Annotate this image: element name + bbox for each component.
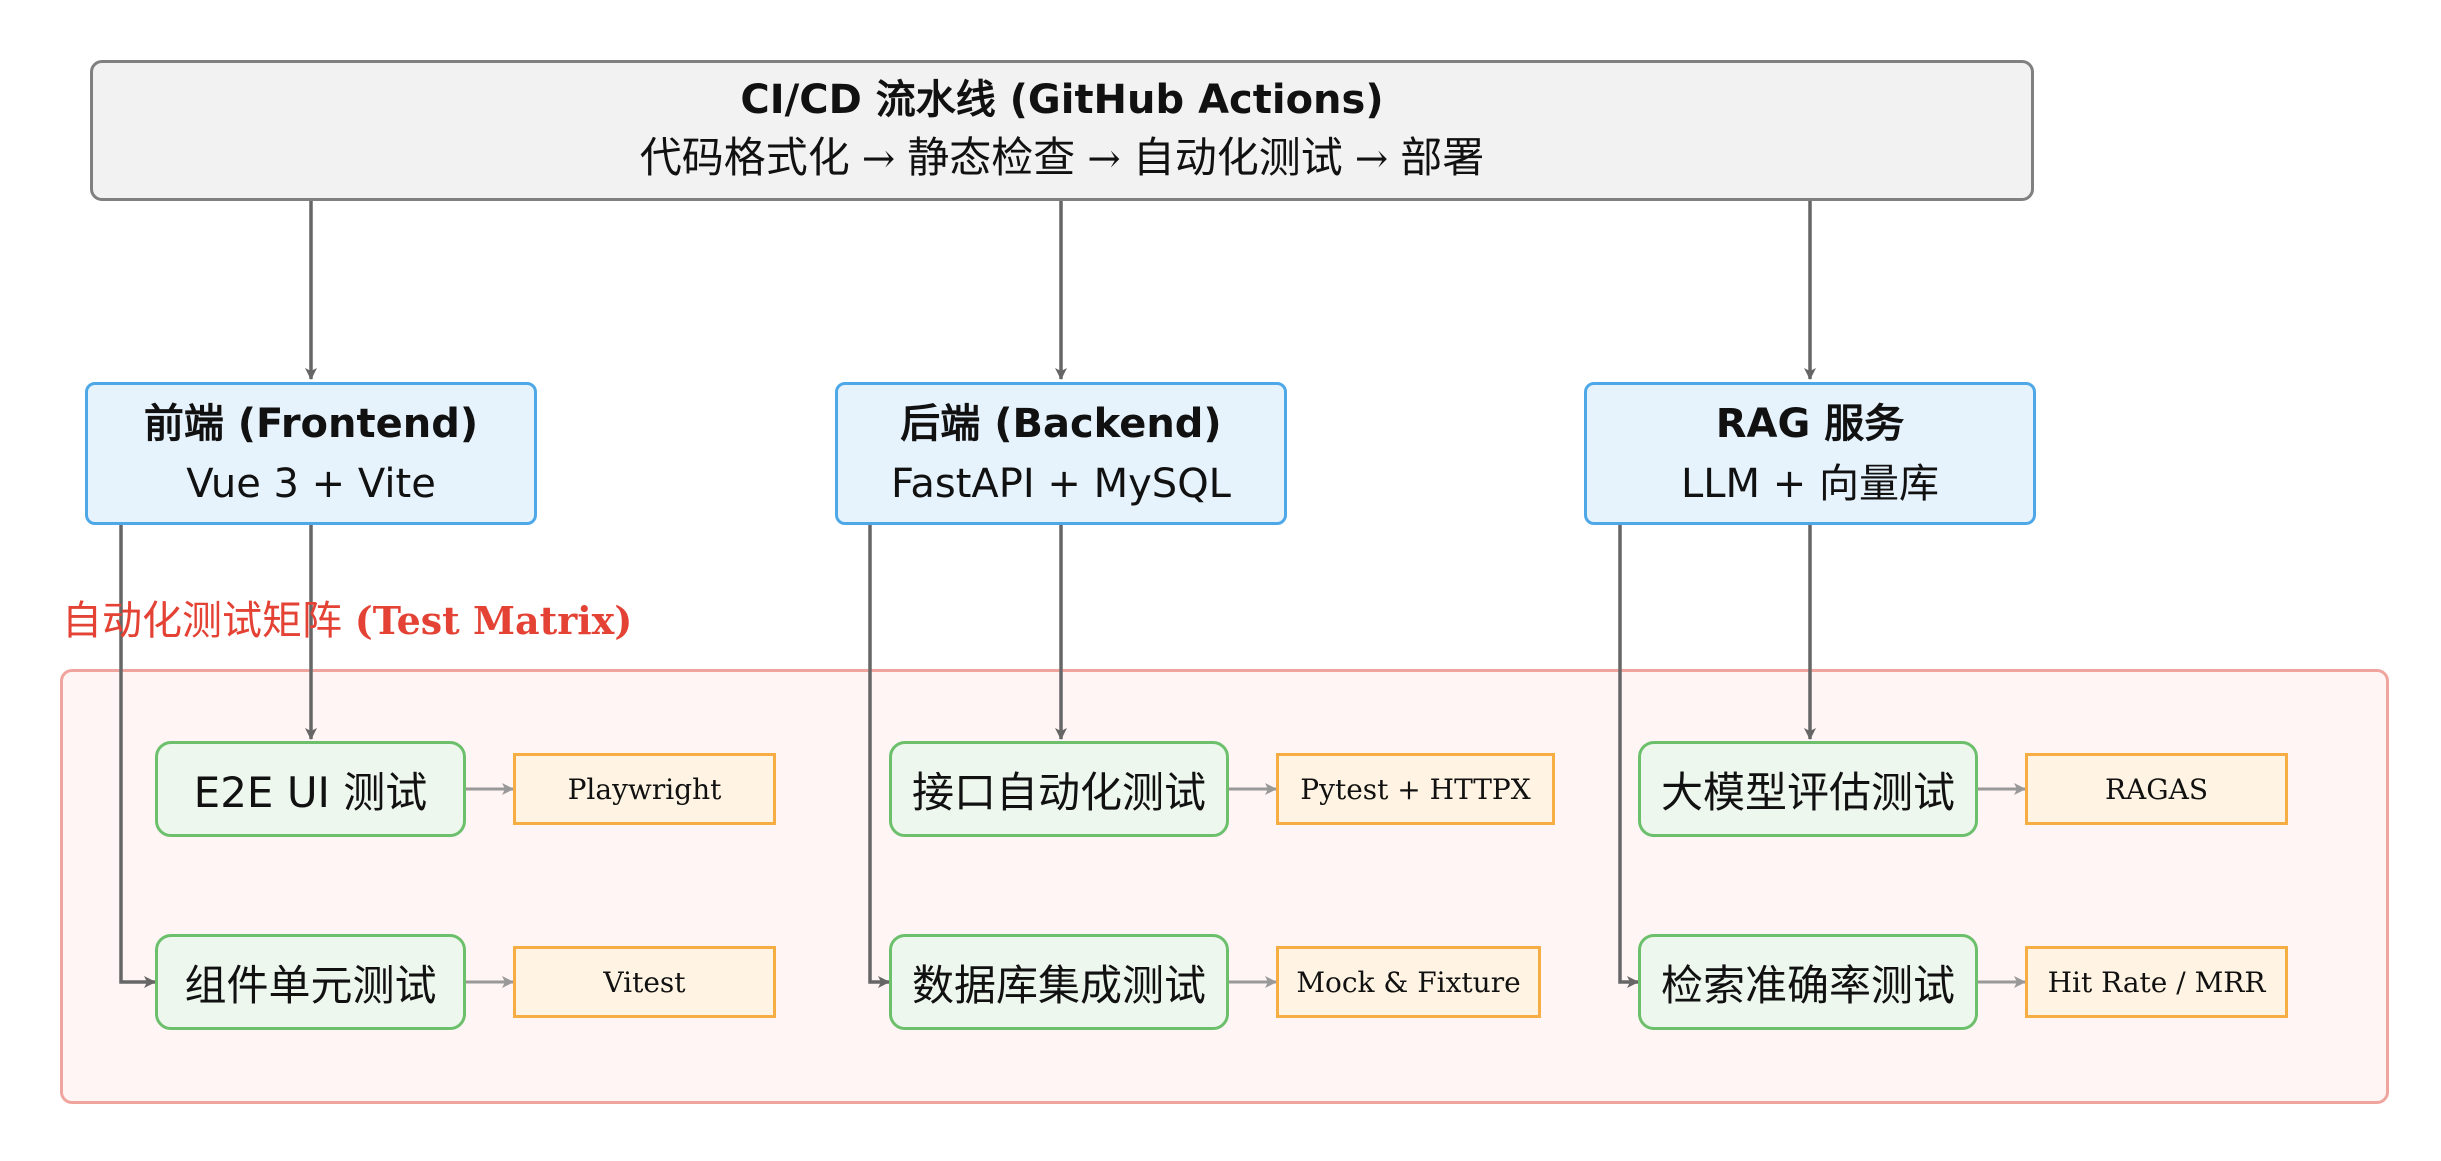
frontend-subtitle: Vue 3 + Vite <box>186 460 436 507</box>
pipeline-arrow-2: → <box>1087 135 1121 182</box>
cicd-pipeline-box: CI/CD 流水线 (GitHub Actions) 代码格式化 → 静态检查 … <box>90 60 2034 201</box>
pipeline-step-lint: 静态检查 <box>907 133 1076 183</box>
tool-vitest: Vitest <box>513 946 776 1018</box>
tool-pytest-httpx: Pytest + HTTPX <box>1276 753 1555 825</box>
backend-subtitle: FastAPI + MySQL <box>891 460 1231 507</box>
rag-subtitle: LLM + 向量库 <box>1680 460 1940 507</box>
test-api-automation: 接口自动化测试 <box>889 741 1229 837</box>
tool-mock-fixture: Mock & Fixture <box>1276 946 1541 1018</box>
pipeline-arrow-3: → <box>1354 135 1389 182</box>
tool-playwright: Playwright <box>513 753 776 825</box>
test-matrix-label-en: (Test Matrix) <box>354 598 633 643</box>
test-matrix-label-cn: 自动化测试矩阵 <box>62 598 342 644</box>
pipeline-step-test: 自动化测试 <box>1132 133 1343 183</box>
pipeline-step-format: 代码格式化 <box>639 133 850 183</box>
pipeline-title: CI/CD 流水线 (GitHub Actions) <box>740 77 1384 124</box>
backend-title: 后端 (Backend) <box>900 400 1222 447</box>
test-matrix-label: 自动化测试矩阵 (Test Matrix) <box>62 588 632 646</box>
test-e2e-ui: E2E UI 测试 <box>155 741 466 837</box>
test-matrix-container <box>60 669 2389 1104</box>
frontend-service-box: 前端 (Frontend) Vue 3 + Vite <box>85 382 537 525</box>
backend-service-box: 后端 (Backend) FastAPI + MySQL <box>835 382 1287 525</box>
test-db-integration: 数据库集成测试 <box>889 934 1229 1030</box>
pipeline-arrow-1: → <box>861 135 896 182</box>
test-retrieval-accuracy: 检索准确率测试 <box>1638 934 1978 1030</box>
test-component-unit: 组件单元测试 <box>155 934 466 1030</box>
frontend-title: 前端 (Frontend) <box>143 400 479 447</box>
tool-ragas: RAGAS <box>2025 753 2288 825</box>
test-llm-evaluation: 大模型评估测试 <box>1638 741 1978 837</box>
pipeline-step-deploy: 部署 <box>1400 133 1485 183</box>
rag-title: RAG 服务 <box>1715 400 1905 447</box>
tool-hitrate-mrr: Hit Rate / MRR <box>2025 946 2288 1018</box>
pipeline-steps: 代码格式化 → 静态检查 → 自动化测试 → 部署 <box>640 131 1485 186</box>
rag-service-box: RAG 服务 LLM + 向量库 <box>1584 382 2036 525</box>
